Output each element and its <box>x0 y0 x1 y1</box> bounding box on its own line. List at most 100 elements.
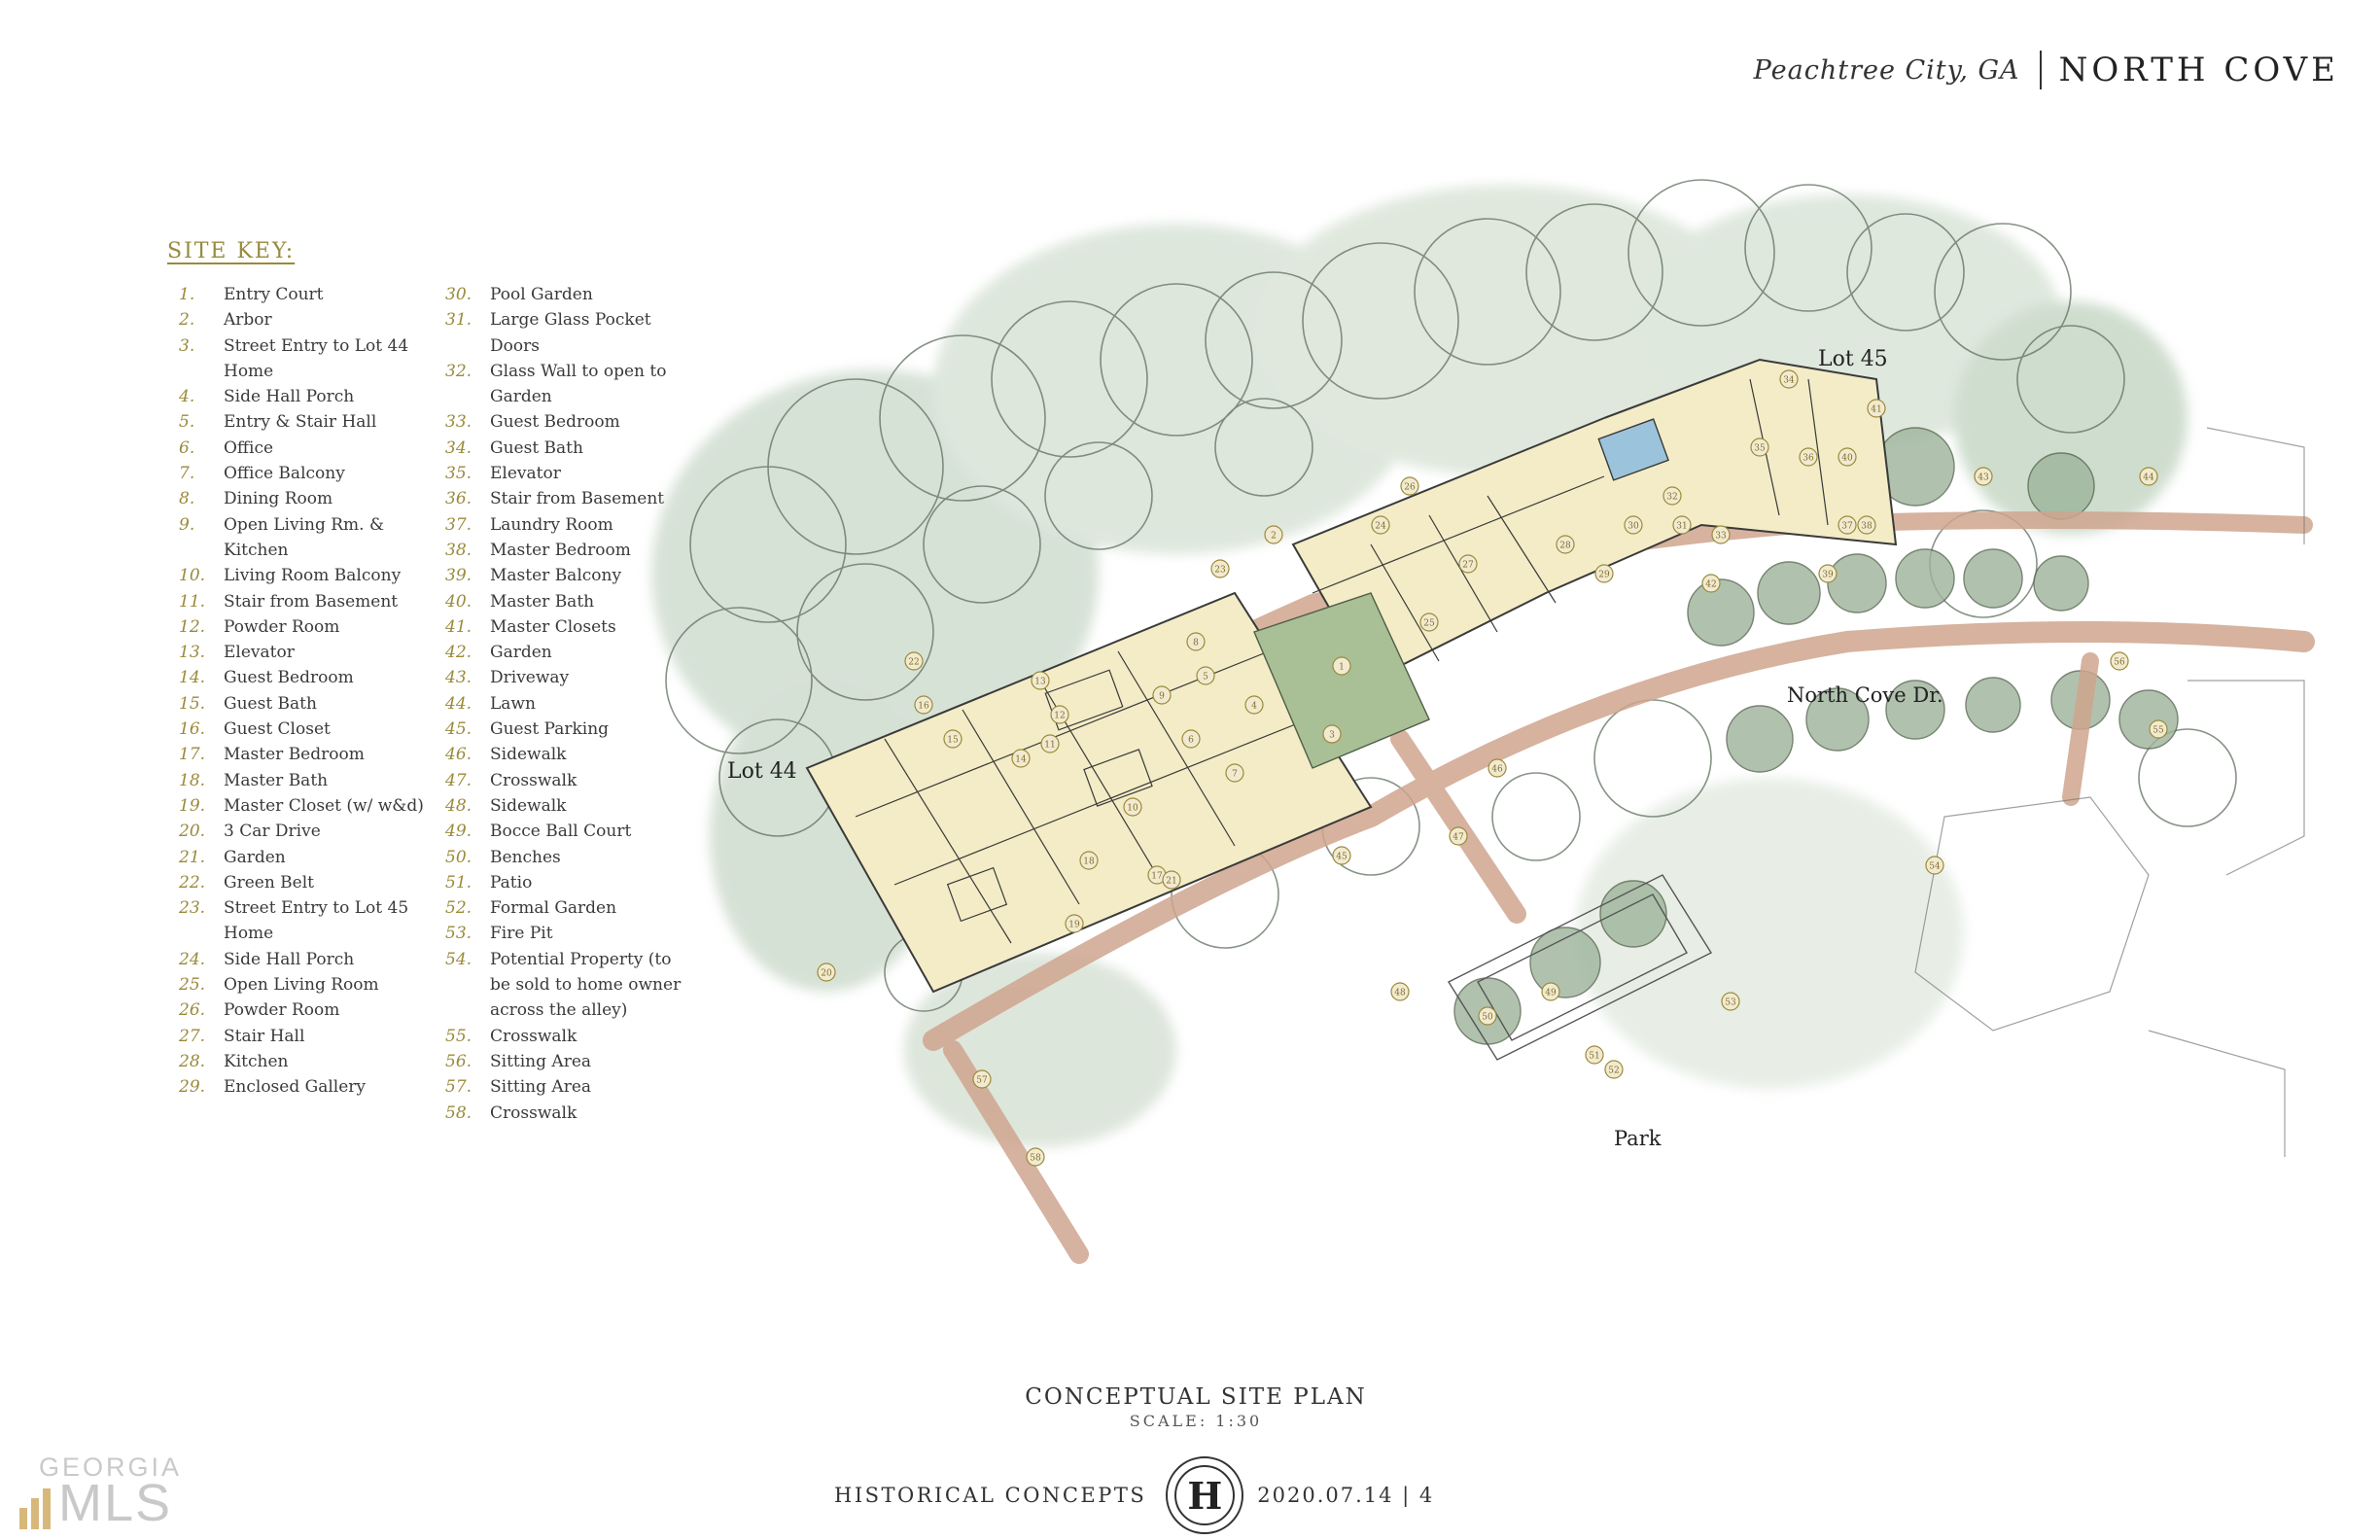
site-key-text: Open Living Rm. & Kitchen <box>224 514 385 560</box>
plan-marker-circle <box>2149 719 2168 739</box>
plan-marker: 2 <box>1264 525 1283 544</box>
site-key-text: Master Closets <box>490 616 616 637</box>
site-key-text: Lawn <box>490 693 536 714</box>
site-key-number: 15. <box>179 693 206 714</box>
plan-marker-circle <box>1672 515 1692 535</box>
plan-marker: 35 <box>1750 438 1769 457</box>
plan-marker-circle <box>2139 467 2158 486</box>
plan-marker-number: 32 <box>1666 493 1677 503</box>
plan-marker: 30 <box>1624 515 1643 535</box>
plan-marker-number: 52 <box>1608 1067 1619 1076</box>
site-key-item: 10.Living Room Balcony <box>179 563 441 588</box>
site-key-item: 25.Open Living Room <box>179 972 441 998</box>
plan-marker: 29 <box>1594 564 1614 583</box>
site-key-item: 57.Sitting Area <box>445 1074 698 1100</box>
plan-marker: 40 <box>1838 447 1857 467</box>
site-key-text: Stair from Basement <box>224 591 399 612</box>
plan-marker-circle <box>1181 729 1201 749</box>
watermark-bottom-text: MLS <box>58 1474 173 1532</box>
plan-marker-number: 26 <box>1404 483 1416 493</box>
plan-marker-number: 9 <box>1159 692 1165 702</box>
plan-marker: 56 <box>2110 651 2129 671</box>
watermark-top-text: GEORGIA <box>39 1452 183 1482</box>
site-key-item: 32. Glass Wall to open to Garden <box>445 359 698 410</box>
plan-marker: 36 <box>1799 447 1818 467</box>
plan-marker-circle <box>1322 724 1342 744</box>
site-key-number: 18. <box>179 770 206 790</box>
site-key-number: 1. <box>179 285 195 304</box>
plan-marker: 4 <box>1244 695 1264 715</box>
site-key-number: 52. <box>445 898 472 919</box>
site-key-number: 14. <box>179 668 206 688</box>
site-key-text: Green Belt <box>224 872 315 892</box>
plan-marker-circle <box>1711 525 1731 544</box>
plan-marker-number: 49 <box>1545 989 1557 998</box>
site-key-text: Elevator <box>490 464 561 484</box>
plan-marker-number: 8 <box>1193 639 1199 648</box>
site-key-number: 36. <box>445 489 472 509</box>
site-key-item: 46.Sidewalk <box>445 742 698 767</box>
site-key-number: 57. <box>445 1077 472 1098</box>
site-key-number: 21. <box>179 847 206 867</box>
drawing-scale: SCALE: 1:30 <box>1129 1412 1263 1430</box>
plan-marker-number: 3 <box>1329 731 1335 741</box>
plan-marker-layer: 1234567891011121314151617181920212223242… <box>817 369 2168 1167</box>
plan-marker-circle <box>1779 369 1799 389</box>
plan-marker-circle <box>1332 846 1351 865</box>
drawing-title-block: CONCEPTUAL SITE PLAN SCALE: 1:30 <box>992 1384 1400 1430</box>
site-key-number: 35. <box>445 464 472 484</box>
plan-marker: 1 <box>1332 656 1351 676</box>
site-key-text: Patio <box>490 872 533 892</box>
site-key-number: 49. <box>445 822 472 842</box>
plan-marker: 32 <box>1662 486 1682 506</box>
site-key-number: 33. <box>445 412 472 433</box>
site-key-number: 22. <box>179 872 206 892</box>
site-key-number: 26. <box>179 1000 206 1021</box>
site-key-item: 9.Open Living Rm. & Kitchen <box>179 512 441 564</box>
site-key-item: 54.Potential Property (to be sold to hom… <box>445 947 698 1024</box>
plan-marker-number: 24 <box>1375 522 1386 532</box>
site-key-text: Entry Court <box>224 285 324 304</box>
site-key-number: 38. <box>445 540 472 560</box>
plan-marker-circle <box>1838 515 1857 535</box>
park-label: Park <box>1614 1127 1662 1150</box>
site-key-text: Stair from Basement <box>490 489 665 509</box>
plan-marker-number: 7 <box>1232 770 1238 780</box>
lot-44-label: Lot 44 <box>727 759 797 784</box>
plan-marker-circle <box>1925 856 1944 875</box>
site-key-item: 7.Office Balcony <box>179 461 441 486</box>
site-key-text: Glass Wall to open to Garden <box>490 361 667 407</box>
plan-marker-number: 51 <box>1589 1052 1599 1062</box>
site-key-item: 6.Office <box>179 436 441 461</box>
plan-marker-circle <box>1400 476 1419 496</box>
site-key-item: 58.Crosswalk <box>445 1101 698 1126</box>
plan-marker-circle <box>1624 515 1643 535</box>
site-key-number: 32. <box>445 361 472 381</box>
site-key-number: 29. <box>179 1077 206 1098</box>
site-key-item: 55.Crosswalk <box>445 1024 698 1049</box>
site-key-number: 5. <box>179 412 195 433</box>
site-key-item: 11.Stair from Basement <box>179 589 441 614</box>
plan-marker-number: 18 <box>1083 858 1095 867</box>
plan-marker-circle <box>1225 763 1244 783</box>
site-key-item: 18.Master Bath <box>179 768 441 793</box>
site-key-number: 30. <box>445 285 472 304</box>
plan-marker-circle <box>1162 870 1181 890</box>
plan-marker: 26 <box>1400 476 1419 496</box>
plan-marker-number: 47 <box>1452 833 1464 843</box>
site-key-item: 50.Benches <box>445 845 698 870</box>
site-key-text: Garden <box>490 643 552 663</box>
plan-marker-number: 34 <box>1783 376 1795 386</box>
site-key-text: Formal Garden <box>490 898 617 919</box>
plan-marker-number: 35 <box>1754 444 1766 454</box>
plan-marker-circle <box>1750 438 1769 457</box>
plan-marker: 10 <box>1123 797 1142 817</box>
plan-marker-circle <box>1040 734 1060 753</box>
site-key-text: Master Closet (w/ w&d) <box>224 795 424 816</box>
site-key-text: Dining Room <box>224 489 333 509</box>
plan-marker-circle <box>1065 914 1084 933</box>
plan-marker-circle <box>1604 1060 1624 1079</box>
plan-marker-number: 58 <box>1030 1154 1041 1164</box>
plan-marker-number: 48 <box>1394 989 1406 998</box>
